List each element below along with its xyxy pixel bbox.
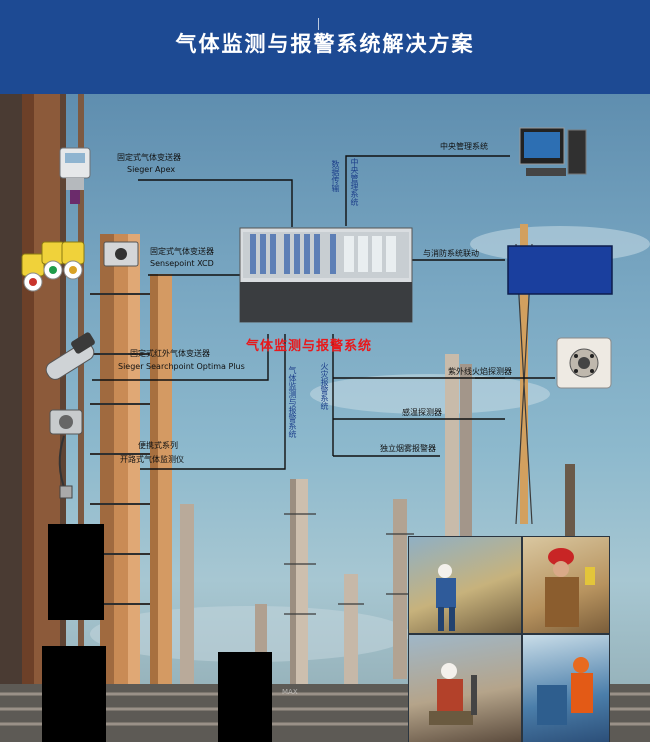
sieger-apex-label-en: Sieger Apex (127, 165, 176, 174)
smoke-alarm-label: 独立烟雾报警器 (380, 444, 436, 453)
xcd-label-en: Sensepoint XCD (150, 259, 214, 268)
optima-label-cn: 固定式红外气体变送器 (130, 349, 210, 358)
worker-figure-4 (537, 657, 593, 725)
fire-link-label: 与消防系统联动 (423, 249, 479, 258)
optima-label-en: Sieger Searchpoint Optima Plus (118, 362, 245, 371)
worker-photo-1 (408, 536, 522, 634)
diagram-scene: MAX 固定式气体变送器 Sieger Apex 固定式气体变送器 Sensep… (0, 94, 650, 742)
refinery-towers-center (180, 224, 575, 734)
open-path-sensor-icon (49, 409, 83, 499)
black-box-lower (42, 646, 106, 742)
page-header: 气体监测与报警系统解决方案 (0, 0, 650, 94)
firefighter-figure (545, 548, 595, 627)
black-box-center (218, 652, 272, 742)
page-title: 气体监测与报警系统解决方案 (175, 32, 475, 56)
gas-transmitter-icon (59, 147, 91, 204)
xcd-sensor-icon (21, 241, 139, 292)
gas-alarm-system-vertical-label: 气体监测与报警系统 (288, 366, 297, 438)
ir-gas-sensor-icon (45, 332, 95, 380)
fire-system-panel (507, 245, 613, 295)
portable-label-2: 开路式气体监测仪 (120, 455, 184, 464)
worker-photo-2 (522, 536, 610, 634)
worker-photo-4 (522, 634, 610, 742)
computer-icon (519, 127, 587, 176)
connector-lines (92, 155, 555, 470)
xcd-label-cn: 固定式气体变送器 (150, 247, 214, 256)
sieger-apex-label-cn: 固定式气体变送器 (117, 153, 181, 162)
uv-flame-detector-label: 紫外线火焰探测器 (448, 367, 512, 376)
worker-photo-3 (408, 634, 522, 742)
control-panel-icon (239, 227, 413, 323)
worker-figure-1 (436, 564, 456, 631)
black-box-upper (48, 524, 104, 620)
worker-figure-3 (429, 663, 477, 725)
heat-detector-label: 感温探测器 (402, 408, 442, 417)
svg-text:MAX: MAX (282, 688, 298, 696)
header-tick-mark (318, 18, 319, 30)
fire-alarm-system-vertical-label: 火灾报警系统 (320, 362, 329, 410)
central-management-label: 中央管理系统 (440, 142, 488, 151)
flame-detector-icon (556, 337, 612, 389)
central-system-vertical-label: 中央管理系统 (350, 158, 359, 206)
portable-label-1: 便携式系列 (138, 441, 178, 450)
system-title: 气体监测与报警系统 (246, 339, 373, 354)
refinery-column-left (0, 94, 172, 742)
data-transfer-vertical-label: 数据传输 (331, 160, 340, 192)
